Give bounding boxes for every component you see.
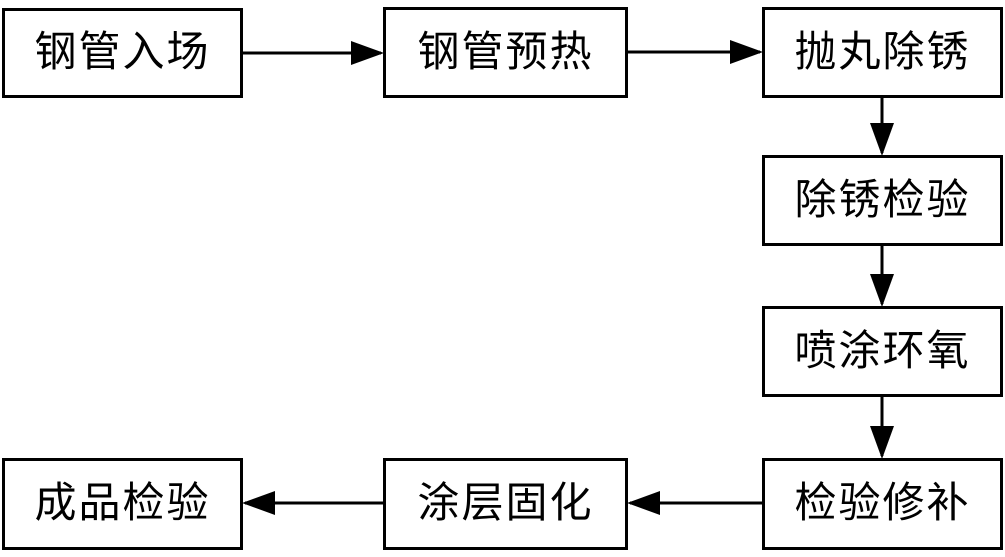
flow-box-derust-inspection: 除锈检验 xyxy=(762,155,1003,246)
flow-box-label: 钢管入场 xyxy=(34,30,211,76)
flow-box-label: 除锈检验 xyxy=(794,177,971,224)
flow-box-coating-curing: 涂层固化 xyxy=(383,458,628,550)
flow-box-label: 成品检验 xyxy=(34,481,211,527)
flow-box-finished-inspection: 成品检验 xyxy=(2,458,243,550)
flow-box-steel-pipe-entry: 钢管入场 xyxy=(2,8,243,98)
flow-box-label: 检验修补 xyxy=(794,481,971,527)
flow-box-inspection-repair: 检验修补 xyxy=(762,458,1003,550)
flow-box-shot-blast-derust: 抛丸除锈 xyxy=(762,7,1003,98)
flow-box-label: 抛丸除锈 xyxy=(794,29,971,76)
flow-box-label: 钢管预热 xyxy=(417,29,594,76)
flow-box-steel-pipe-preheat: 钢管预热 xyxy=(383,7,628,98)
flow-box-label: 涂层固化 xyxy=(417,481,594,527)
flow-box-label: 喷涂环氧 xyxy=(794,328,971,375)
flow-box-spray-epoxy: 喷涂环氧 xyxy=(762,306,1003,397)
